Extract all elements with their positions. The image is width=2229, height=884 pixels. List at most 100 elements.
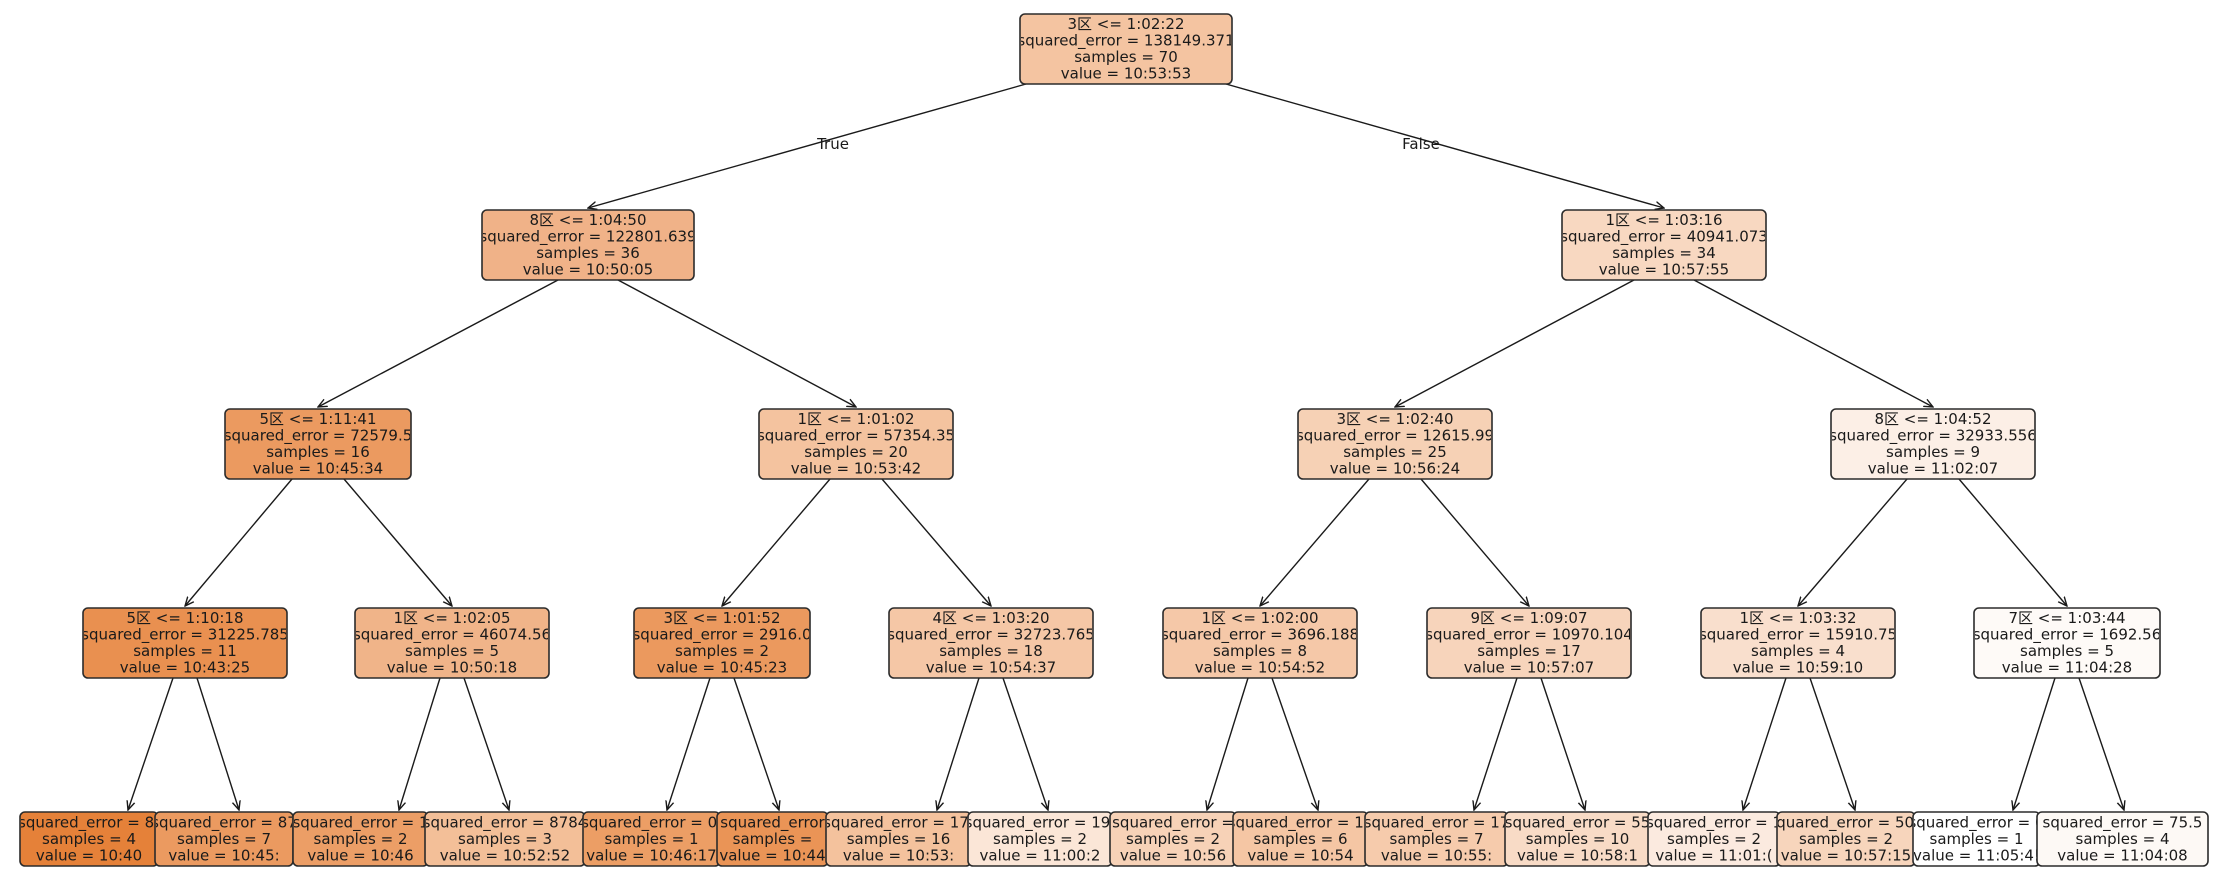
node-box <box>224 408 412 480</box>
edge-28-to-30 <box>2078 677 2124 810</box>
node-samples: samples = 9 <box>1886 443 1980 461</box>
node-box <box>1561 209 1767 281</box>
leaf-samples: samples = 10 <box>1526 830 1630 848</box>
node-split-condition: 5区 <= 1:11:41 <box>259 410 376 428</box>
node-squared-error: squared_error = 46074.56 <box>353 626 551 645</box>
node-squared-error: squared_error = 12615.99 <box>1296 427 1494 446</box>
edge-25-to-27 <box>1809 677 1855 810</box>
leaf-squared-error: squared_error = 0 <box>1908 813 2044 832</box>
leaf-squared-error: squared_error = 1 <box>1646 813 1782 832</box>
node-value: value = 10:57:55 <box>1599 261 1729 279</box>
node-squared-error: squared_error = 31225.785 <box>81 626 289 645</box>
edges-layer <box>128 83 2124 810</box>
node-squared-error: squared_error = 122801.639 <box>479 228 696 247</box>
leaf-value: value = 10:56 <box>1120 846 1226 864</box>
edge-24-to-25 <box>1798 478 1908 606</box>
edge-24-to-28 <box>1958 478 2067 606</box>
node-samples: samples = 25 <box>1343 443 1447 461</box>
node-split-condition: 9区 <= 1:09:07 <box>1470 609 1587 627</box>
edge-10-to-11 <box>667 677 711 810</box>
leaf-squared-error: squared_error = 18 <box>1228 813 1374 832</box>
leaf-value: value = 10:44 <box>719 846 825 864</box>
node-split-condition: 8区 <= 1:04:50 <box>529 211 646 229</box>
node-squared-error: squared_error = 32723.765 <box>887 626 1095 645</box>
node-split-condition: 3区 <= 1:01:52 <box>663 609 780 627</box>
node-value: value = 10:50:18 <box>387 659 517 677</box>
node-value: value = 10:45:23 <box>657 659 787 677</box>
leaf-value: value = 11:00:2 <box>980 846 1101 864</box>
node-samples: samples = 34 <box>1612 244 1716 262</box>
edge-28-to-29 <box>2013 677 2056 810</box>
node-squared-error: squared_error = 72579.5 <box>224 427 413 446</box>
leaf-samples: samples = 1 <box>1930 830 2024 848</box>
node-value: value = 10:43:25 <box>120 659 250 677</box>
edge-6-to-8 <box>463 677 509 810</box>
node-split-condition: 7区 <= 1:03:44 <box>2008 609 2125 627</box>
node-box <box>481 209 695 281</box>
leaf-value: value = 10:54 <box>1247 846 1353 864</box>
node-value: value = 10:45:34 <box>253 460 383 478</box>
edge-9-to-10 <box>722 478 831 606</box>
node-value: value = 10:54:37 <box>926 659 1056 677</box>
leaf-samples: samples = 2 <box>314 830 408 848</box>
node-value: value = 10:50:05 <box>523 261 653 279</box>
node-samples: samples = 4 <box>1751 642 1845 660</box>
node-value: value = 10:53:42 <box>791 460 921 478</box>
node-samples: samples = 5 <box>2020 642 2114 660</box>
edge-18-to-19 <box>1207 677 1249 810</box>
leaf-squared-error: squared_error = 504 <box>1768 813 1923 832</box>
node-split-condition: 1区 <= 1:01:02 <box>797 410 914 428</box>
node-squared-error: squared_error = 2916.0 <box>632 626 811 645</box>
leaf-samples: samples = 2 <box>1126 830 1220 848</box>
edge-10-to-12 <box>733 677 779 810</box>
node-value: value = 10:54:52 <box>1195 659 1325 677</box>
node-split-condition: 1区 <= 1:02:00 <box>1201 609 1318 627</box>
edge-13-to-15 <box>1002 677 1048 810</box>
node-squared-error: squared_error = 57354.35 <box>757 427 955 446</box>
leaf-samples: samples = 6 <box>1254 830 1348 848</box>
leaf-value: value = 10:46:17 <box>586 846 716 864</box>
leaf-squared-error: squared_error <box>720 813 825 832</box>
node-value: value = 11:04:28 <box>2002 659 2132 677</box>
node-samples: samples = 2 <box>675 642 769 660</box>
node-value: value = 10:53:53 <box>1061 65 1191 83</box>
leaf-samples: samples = 2 <box>993 830 1087 848</box>
edge-25-to-26 <box>1743 677 1787 810</box>
node-value: value = 10:56:24 <box>1330 460 1460 478</box>
node-squared-error: squared_error = 3696.188 <box>1161 626 1359 645</box>
leaf-samples: samples = 4 <box>42 830 136 848</box>
node-squared-error: squared_error = 10970.104 <box>1425 626 1633 645</box>
edge-6-to-7 <box>399 677 441 810</box>
leaf-value: value = 10:57:15 <box>1781 846 1911 864</box>
node-box <box>354 607 550 679</box>
leaf-squared-error: squared_error = 75.5 <box>2043 813 2203 832</box>
edge-2-to-3 <box>185 478 293 606</box>
node-split-condition: 5区 <= 1:10:18 <box>126 609 243 627</box>
edge-0-to-1 <box>588 83 1027 208</box>
leaf-value: value = 10:40 <box>36 846 142 864</box>
node-box <box>888 607 1094 679</box>
leaf-squared-error: squared_error = 0. <box>581 813 722 832</box>
edge-21-to-23 <box>1540 677 1585 810</box>
leaf-samples: samples = 2 <box>1667 830 1761 848</box>
leaf-value: value = 10:55: <box>1381 846 1492 864</box>
edge-16-to-24 <box>1693 279 1933 407</box>
leaf-samples: samples = 7 <box>177 830 271 848</box>
